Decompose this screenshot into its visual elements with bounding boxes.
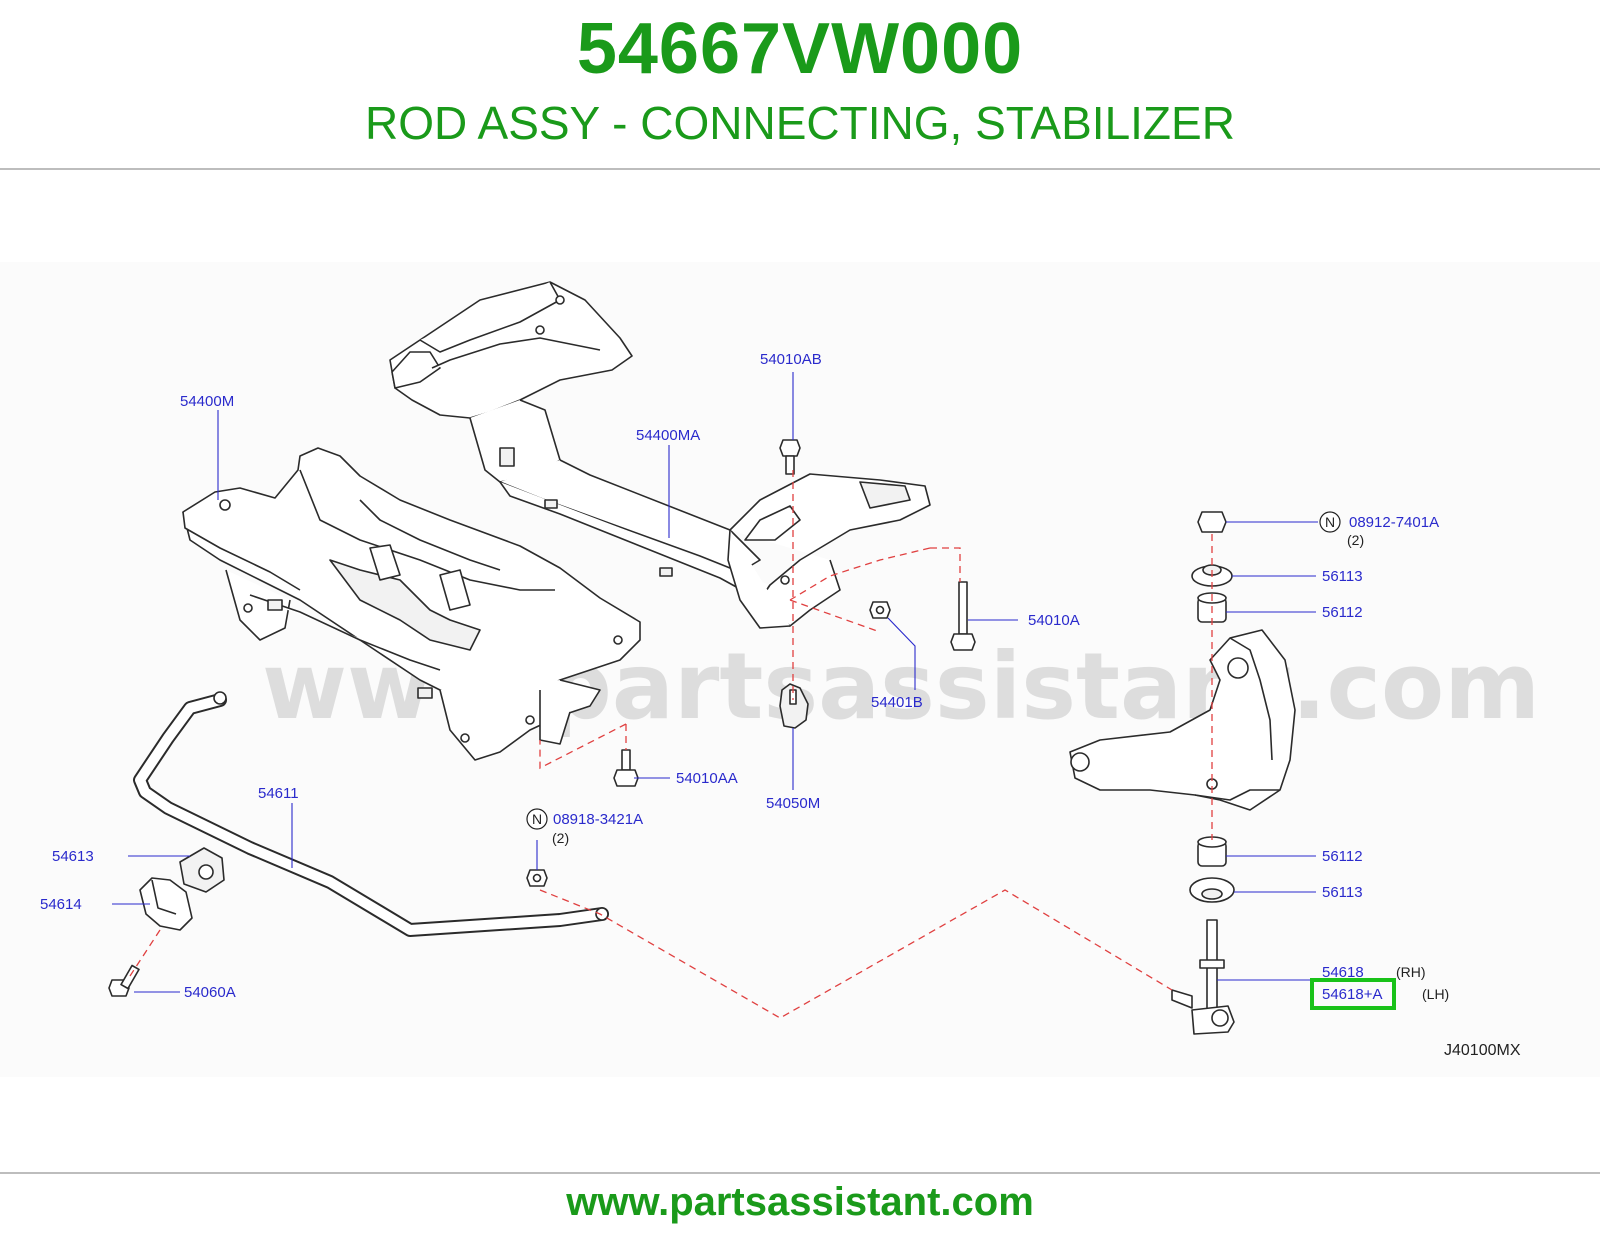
label-54010AA[interactable]: 54010AA — [676, 770, 738, 787]
upper-arm-drawing — [1069, 629, 1296, 811]
label-08918-qty: (2) — [552, 830, 569, 846]
label-54010AB[interactable]: 54010AB — [760, 351, 822, 368]
washer-56113-bottom-drawing — [1189, 877, 1235, 903]
label-08918-3421A[interactable]: 08918-3421A — [553, 811, 643, 828]
n-marker-08912-text: N — [1325, 514, 1335, 530]
label-56113-bottom[interactable]: 56113 — [1322, 884, 1363, 901]
page-header: 54667VW000 ROD ASSY - CONNECTING, STABIL… — [0, 0, 1600, 168]
n-marker-08918 — [526, 808, 548, 830]
label-54611[interactable]: 54611 — [258, 785, 299, 802]
assembly-dash-lines — [129, 470, 1213, 1019]
label-08912-7401A[interactable]: 08912-7401A — [1349, 514, 1439, 531]
label-54400M[interactable]: 54400M — [180, 393, 234, 410]
mount-54050M-drawing — [779, 683, 809, 729]
nut-08918-drawing — [526, 869, 548, 887]
label-54618[interactable]: 54618 — [1322, 964, 1364, 981]
label-54618-side: (RH) — [1396, 964, 1426, 980]
label-54400MA[interactable]: 54400MA — [636, 427, 700, 444]
part-description: ROD ASSY - CONNECTING, STABILIZER — [365, 97, 1235, 149]
label-54618A[interactable]: 54618+A — [1322, 986, 1382, 1003]
subframe-54400M-drawing — [182, 447, 641, 761]
footer-divider — [0, 1172, 1600, 1174]
nut-54401B-drawing — [869, 601, 891, 619]
header-divider — [0, 168, 1600, 170]
label-54010A[interactable]: 54010A — [1028, 612, 1080, 629]
label-08912-qty: (2) — [1347, 532, 1364, 548]
nut-08912-drawing — [1197, 511, 1227, 533]
diagram-code: J40100MX — [1444, 1042, 1521, 1059]
leader-lines — [112, 372, 1318, 993]
footer-url-link[interactable]: www.partsassistant.com — [566, 1180, 1034, 1224]
bolt-54010AA-drawing — [613, 749, 639, 787]
label-54618A-side: (LH) — [1422, 986, 1449, 1002]
label-54613[interactable]: 54613 — [52, 848, 94, 865]
label-54050M[interactable]: 54050M — [766, 795, 820, 812]
connecting-rod-54618-drawing — [1171, 919, 1235, 1035]
n-marker-08912 — [1319, 511, 1341, 533]
bolt-54060A-drawing — [108, 964, 140, 997]
part-number-title: 54667VW000 — [576, 9, 1024, 89]
bushing-54613-drawing — [179, 847, 225, 893]
bracket-54614-drawing — [139, 877, 193, 931]
diagram-background — [0, 262, 1600, 1077]
label-56112-bottom[interactable]: 56112 — [1322, 848, 1363, 865]
label-54614[interactable]: 54614 — [40, 896, 82, 913]
bushing-56112-bottom-drawing — [1197, 836, 1227, 867]
crossmember-54400MA-drawing — [389, 281, 931, 629]
n-marker-08918-text: N — [532, 811, 542, 827]
label-56112-top[interactable]: 56112 — [1322, 604, 1363, 621]
bolt-54010A-drawing — [950, 581, 976, 651]
label-54060A[interactable]: 54060A — [184, 984, 236, 1001]
stabilizer-bar-54611-drawing — [133, 691, 609, 937]
bolt-54010AB-drawing — [779, 439, 801, 475]
label-54401B[interactable]: 54401B — [871, 694, 923, 711]
label-56113-top[interactable]: 56113 — [1322, 568, 1363, 585]
highlight-box-54618A — [1310, 978, 1396, 1010]
